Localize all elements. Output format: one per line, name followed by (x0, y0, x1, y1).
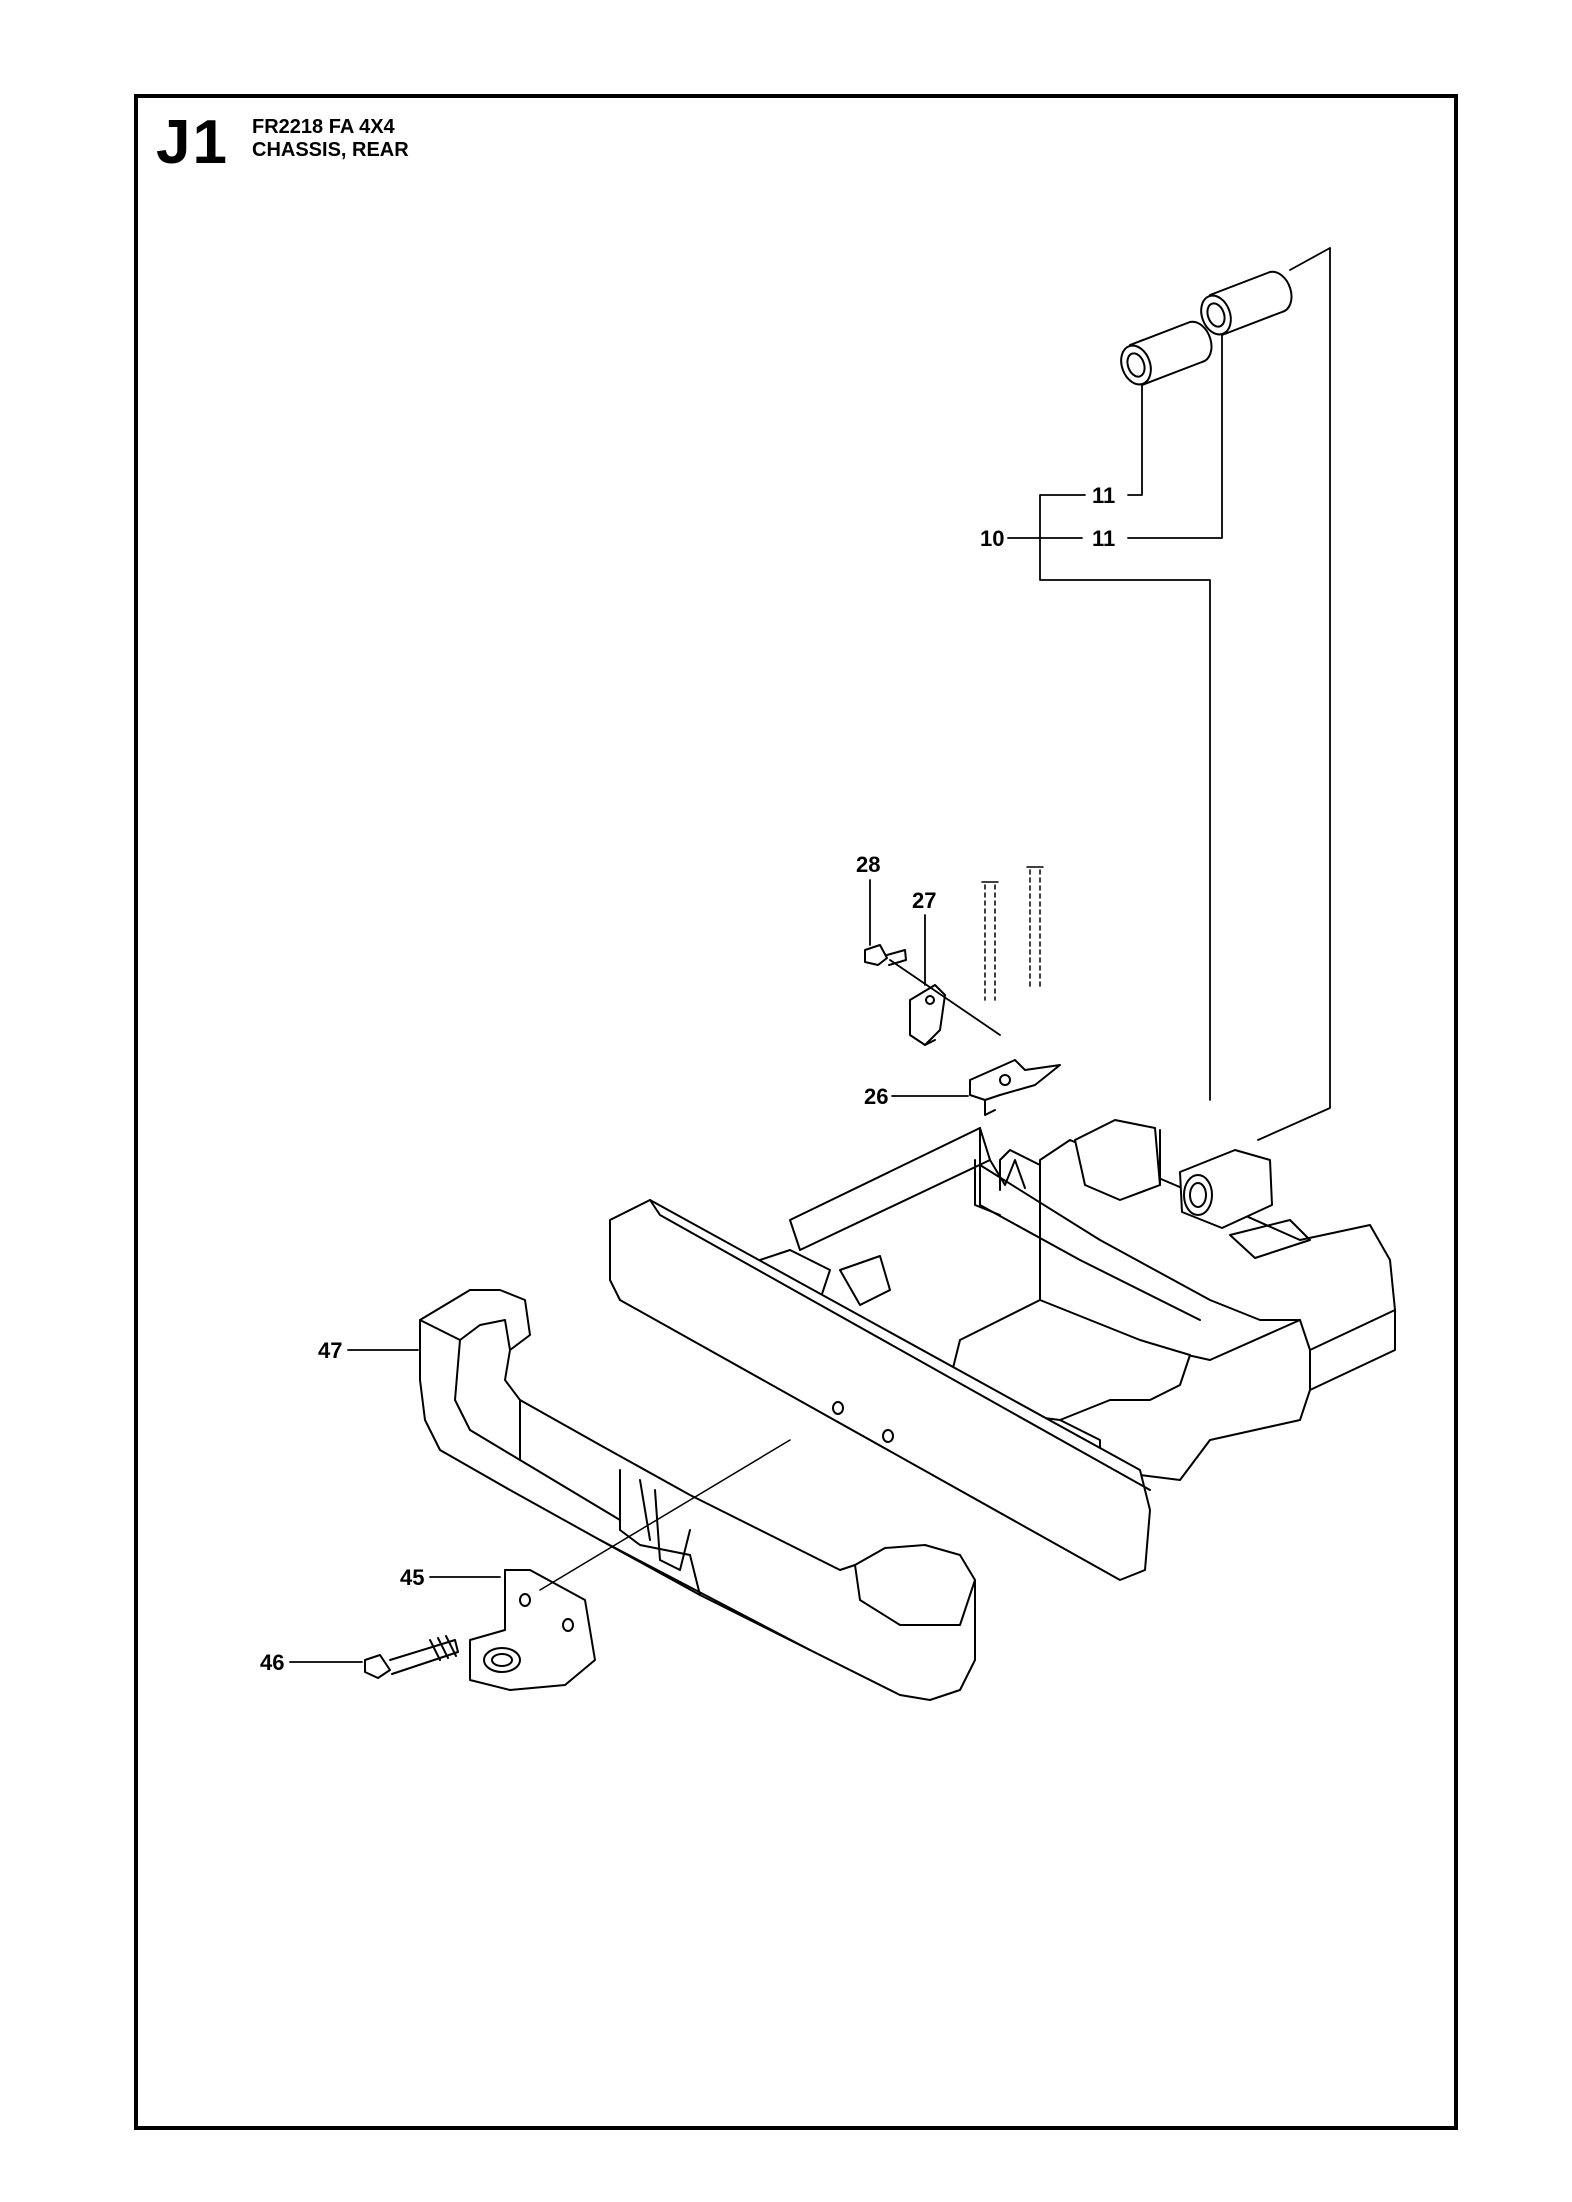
callout-45: 45 (400, 1565, 424, 1590)
hitch-bracket (469, 1569, 596, 1691)
rear-bumper-plate (609, 1199, 1151, 1581)
rear-chassis-frame (759, 1119, 1396, 1501)
drawing-frame (134, 94, 1458, 2130)
callout-10: 10 (980, 526, 1004, 551)
spacer-bushing-1 (1120, 320, 1213, 386)
callout-labels: 11 10 11 28 27 26 47 45 46 (260, 483, 1115, 1675)
lever-bracket (969, 1059, 1061, 1116)
callout-26: 26 (864, 1084, 888, 1109)
callout-11-lower: 11 (1092, 526, 1115, 551)
callout-46: 46 (260, 1650, 284, 1675)
section-title: CHASSIS, REAR (252, 139, 409, 161)
bumper-bar (419, 1289, 976, 1701)
spacer-bushing-2 (1200, 270, 1293, 336)
leader-lines-top (1007, 247, 1331, 1141)
model-title: FR2218 FA 4X4 (252, 116, 395, 138)
screw-28 (864, 944, 907, 966)
callout-47: 47 (318, 1338, 342, 1363)
screws-vertical (981, 866, 1044, 1001)
page-code: J1 (156, 108, 229, 177)
callout-11-upper: 11 (1092, 483, 1115, 508)
title-block: FR2218 FA 4X4 CHASSIS, REAR (252, 116, 409, 162)
leader-lines-bottom (289, 879, 1001, 1663)
callout-28: 28 (856, 852, 880, 877)
clip-bracket (909, 984, 946, 1046)
callout-27: 27 (912, 888, 936, 913)
hitch-bolt (364, 1635, 459, 1679)
assembly-line-hitch (539, 1439, 791, 1591)
